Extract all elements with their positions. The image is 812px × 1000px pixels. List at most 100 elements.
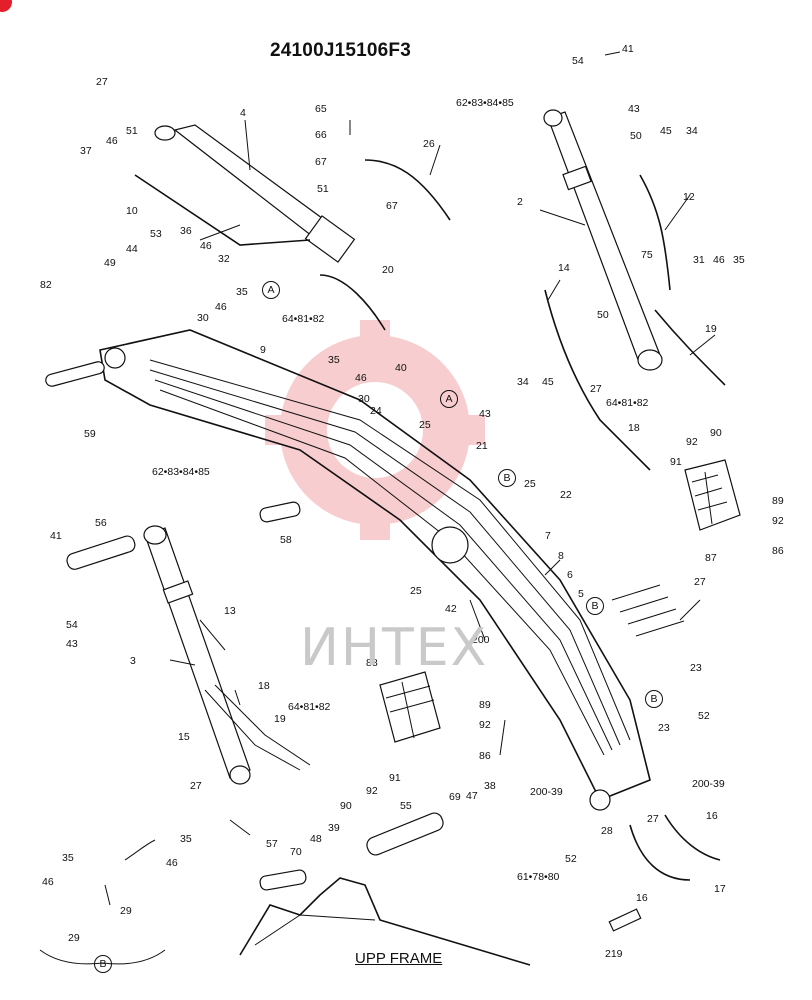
callout: 92 [772, 515, 784, 527]
callout: 92 [366, 785, 378, 797]
callout: 66 [315, 129, 327, 141]
callout: 34 [517, 376, 529, 388]
callout: 2 [517, 196, 523, 208]
callout: 62•83•84•85 [456, 97, 514, 109]
callout: 35 [62, 852, 74, 864]
callout: 34 [686, 125, 698, 137]
callout: 44 [126, 243, 138, 255]
callout: 46 [200, 240, 212, 252]
callout: 87 [705, 552, 717, 564]
callout: 86 [479, 750, 491, 762]
callout: 64•81•82 [288, 701, 331, 713]
callout: 75 [641, 249, 653, 261]
diagram-title: 24100J15106F3 [270, 40, 412, 61]
callout: 32 [218, 253, 230, 265]
callout: 25 [419, 419, 431, 431]
callout: 29 [120, 905, 132, 917]
callout: 19 [274, 713, 286, 725]
callout: 92 [686, 436, 698, 448]
callout: 30 [197, 312, 209, 324]
callout: B [645, 690, 663, 708]
callout: 46 [713, 254, 725, 266]
callout: 41 [622, 43, 634, 55]
callout: 55 [400, 800, 412, 812]
callout: 21 [476, 440, 488, 452]
callout: 15 [178, 731, 190, 743]
leader-lines [104, 51, 716, 906]
callout: 67 [315, 156, 327, 168]
callout: 45 [660, 125, 672, 137]
callout: 88 [366, 657, 378, 669]
callout: 200-39 [692, 778, 725, 790]
callout: 219 [605, 948, 623, 960]
callout: 29 [68, 932, 80, 944]
callout: 47 [466, 790, 478, 802]
callout: 26 [423, 138, 435, 150]
upper-frame [39, 877, 531, 966]
callout: 54 [572, 55, 584, 67]
callout: 51 [126, 125, 138, 137]
callout: 7 [545, 530, 551, 542]
callout: 65 [315, 103, 327, 115]
callout: 35 [236, 286, 248, 298]
callout: 25 [410, 585, 422, 597]
callout: 43 [628, 103, 640, 115]
callout: 40 [395, 362, 407, 374]
callout: 39 [328, 822, 340, 834]
callout: 14 [558, 262, 570, 274]
callout: 62•83•84•85 [152, 466, 210, 478]
callout: 50 [597, 309, 609, 321]
callout: 53 [150, 228, 162, 240]
callout: 86 [772, 545, 784, 557]
callout: 16 [706, 810, 718, 822]
callout: 35 [328, 354, 340, 366]
callout: 70 [290, 846, 302, 858]
pins [45, 361, 444, 891]
callout: 28 [601, 825, 613, 837]
callout: 22 [560, 489, 572, 501]
callout: 20 [382, 264, 394, 276]
callout: 51 [317, 183, 329, 195]
callout: 13 [224, 605, 236, 617]
callout: 42 [445, 603, 457, 615]
callout: 59 [84, 428, 96, 440]
callout: 43 [66, 638, 78, 650]
callout: 38 [484, 780, 496, 792]
callout: 200-39 [530, 786, 563, 798]
callout: B [94, 955, 112, 973]
callout: 52 [565, 853, 577, 865]
callout: B [498, 469, 516, 487]
callout: 12 [683, 191, 695, 203]
callout: 57 [266, 838, 278, 850]
callout: 46 [166, 857, 178, 869]
callout: 23 [658, 722, 670, 734]
callout: 27 [647, 813, 659, 825]
callout: 3 [130, 655, 136, 667]
hoses [124, 159, 726, 932]
callout: 54 [66, 619, 78, 631]
callout: 18 [258, 680, 270, 692]
callout: 46 [106, 135, 118, 147]
callout: 43 [479, 408, 491, 420]
callout: 52 [698, 710, 710, 722]
callout: 4 [240, 107, 246, 119]
callout: A [262, 281, 280, 299]
callout: 8 [558, 550, 564, 562]
callout: 19 [705, 323, 717, 335]
frame-label: UPP FRAME [355, 950, 443, 967]
corner-marker [0, 0, 12, 12]
callout: 6 [567, 569, 573, 581]
callout: 30 [358, 393, 370, 405]
callout: 92 [479, 719, 491, 731]
callout: 5 [578, 588, 584, 600]
callout: A [440, 390, 458, 408]
callout: 27 [96, 76, 108, 88]
callout: B [586, 597, 604, 615]
callout: 18 [628, 422, 640, 434]
callout: 46 [215, 301, 227, 313]
callout: 16 [636, 892, 648, 904]
callout: 35 [180, 833, 192, 845]
callout: 61•78•80 [517, 871, 560, 883]
